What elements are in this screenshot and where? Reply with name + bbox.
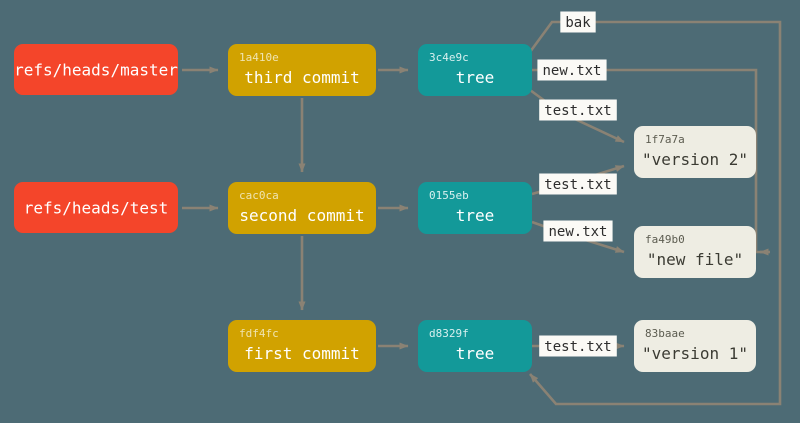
blob-node-body[interactable] xyxy=(634,126,756,178)
edge-label-bak: bak xyxy=(560,11,596,33)
tree-node[interactable]: 0155eb tree xyxy=(418,182,532,234)
tree-node-label: tree xyxy=(456,68,495,87)
ref-node[interactable]: refs/heads/master xyxy=(14,44,178,95)
edge-label-background xyxy=(543,220,613,242)
edge-label-text: test.txt xyxy=(544,177,611,193)
blob-node-label: "version 2" xyxy=(642,150,748,169)
commit-node-label: second commit xyxy=(239,206,364,225)
blob-node-label: "version 1" xyxy=(642,344,748,363)
edge-label-text: bak xyxy=(565,15,591,31)
commit-node-body[interactable] xyxy=(228,44,376,96)
blob-node-body[interactable] xyxy=(634,320,756,372)
commit-node-label: first commit xyxy=(244,344,360,363)
edge-label-text: new.txt xyxy=(542,63,601,79)
edge-label-test-txt: test.txt xyxy=(539,173,617,195)
commit-node[interactable]: fdf4fc first commit xyxy=(228,320,376,372)
edge-label-test-txt: test.txt xyxy=(539,99,617,121)
edge-labels-layer: bak new.txt test.txt test.txt new.txt test.tx… xyxy=(537,11,617,357)
blob-node[interactable]: 83baae "version 1" xyxy=(634,320,756,372)
ref-node-body[interactable] xyxy=(14,182,178,233)
tree-node-hash: 0155eb xyxy=(429,189,469,202)
ref-node-label: refs/heads/master xyxy=(14,61,178,80)
blob-node[interactable]: fa49b0 "new file" xyxy=(634,226,756,278)
commit-node[interactable]: 1a410e third commit xyxy=(228,44,376,96)
tree-node-hash: d8329f xyxy=(429,327,469,340)
blob-node-label: "new file" xyxy=(647,250,743,269)
edge-label-new-txt: new.txt xyxy=(537,59,607,81)
tree-node-label: tree xyxy=(456,206,495,225)
tree-node-body[interactable] xyxy=(418,44,532,96)
commit-node-body[interactable] xyxy=(228,320,376,372)
commit-node-hash: cac0ca xyxy=(239,189,279,202)
edge-label-new-txt: new.txt xyxy=(543,220,613,242)
blob-node-hash: 1f7a7a xyxy=(645,133,685,146)
commit-node-hash: fdf4fc xyxy=(239,327,279,340)
ref-node-label: refs/heads/test xyxy=(24,199,169,218)
blob-node-body[interactable] xyxy=(634,226,756,278)
edge-label-text: new.txt xyxy=(548,224,607,240)
blob-node-hash: fa49b0 xyxy=(645,233,685,246)
ref-node-body[interactable] xyxy=(14,44,178,95)
commit-node-hash: 1a410e xyxy=(239,51,279,64)
commit-node[interactable]: cac0ca second commit xyxy=(228,182,376,234)
blob-node[interactable]: 1f7a7a "version 2" xyxy=(634,126,756,178)
edge-label-background xyxy=(560,11,596,33)
commit-node-body[interactable] xyxy=(228,182,376,234)
tree-node-body[interactable] xyxy=(418,182,532,234)
commit-node-label: third commit xyxy=(244,68,360,87)
edge-label-test-txt: test.txt xyxy=(539,335,617,357)
ref-node[interactable]: refs/heads/test xyxy=(14,182,178,233)
tree-node-body[interactable] xyxy=(418,320,532,372)
edge-label-background xyxy=(537,59,607,81)
edge-label-background xyxy=(539,335,617,357)
nodes-layer: refs/heads/master refs/heads/test 1a410e th… xyxy=(14,44,756,372)
tree-node[interactable]: d8329f tree xyxy=(418,320,532,372)
tree-node-hash: 3c4e9c xyxy=(429,51,469,64)
edge-label-text: test.txt xyxy=(544,103,611,119)
tree-node-label: tree xyxy=(456,344,495,363)
edge-label-background xyxy=(539,99,617,121)
edge-bak xyxy=(528,20,782,406)
edge-label-background xyxy=(539,173,617,195)
tree-node[interactable]: 3c4e9c tree xyxy=(418,44,532,96)
blob-node-hash: 83baae xyxy=(645,327,685,340)
edge-label-text: test.txt xyxy=(544,339,611,355)
